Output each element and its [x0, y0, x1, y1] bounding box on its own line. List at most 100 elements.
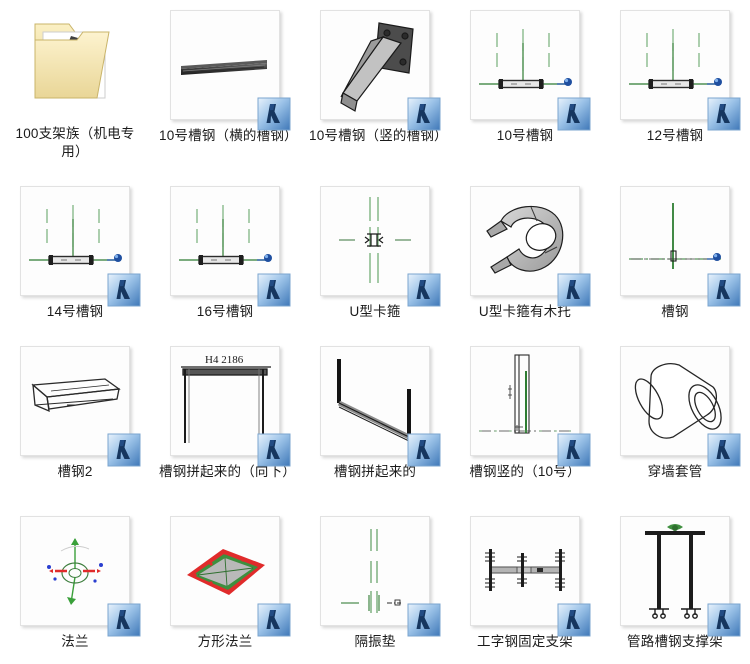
file-label: 槽钢竖的（10号）: [469, 464, 581, 479]
file-label: 工字钢固定支架: [477, 634, 573, 649]
file-tile[interactable]: 工字钢固定支架: [450, 510, 600, 664]
revit-family-badge: [707, 433, 741, 467]
thumbnail-art: [479, 354, 571, 434]
file-tile[interactable]: 16号槽钢: [150, 180, 300, 340]
thumbnail-art: [31, 378, 121, 413]
file-label: 隔振垫: [354, 634, 396, 649]
file-tile[interactable]: 100支架族（机电专用）: [0, 0, 150, 180]
file-label: 管路槽钢支撑架: [627, 634, 723, 649]
file-tile[interactable]: U型卡箍有木托: [450, 180, 600, 340]
thumbnail-art: [485, 549, 565, 591]
revit-family-badge: [707, 603, 741, 637]
file-tile[interactable]: 槽钢: [600, 180, 750, 340]
thumbnail-art: [486, 205, 564, 274]
revit-family-badge: [407, 97, 441, 131]
revit-family-badge: [557, 273, 591, 307]
thumbnail-art: [629, 29, 722, 89]
thumbnail-art: [29, 205, 122, 265]
file-tile[interactable]: 槽钢2: [0, 340, 150, 510]
file-tile[interactable]: 14号槽钢: [0, 180, 150, 340]
file-label: 穿墙套管: [647, 464, 703, 479]
file-tile[interactable]: H4 2186 槽钢拼起来的（向下）: [150, 340, 300, 510]
file-thumbnail[interactable]: [320, 516, 441, 637]
file-thumbnail[interactable]: [20, 516, 141, 637]
file-tile[interactable]: 12号槽钢: [600, 0, 750, 180]
thumbnail-art: [341, 529, 401, 613]
thumbnail-art: H4 2186: [181, 354, 271, 443]
thumbnail-art: [645, 524, 705, 619]
file-tile[interactable]: 10号槽钢（横的槽钢）: [150, 0, 300, 180]
thumbnail-art: [340, 22, 414, 112]
file-label: U型卡箍: [349, 304, 401, 319]
revit-family-badge: [407, 433, 441, 467]
file-thumbnail[interactable]: [620, 10, 741, 131]
revit-family-badge: [257, 273, 291, 307]
file-label: 16号槽钢: [196, 304, 254, 319]
revit-family-badge: [107, 603, 141, 637]
folder-thumbnail[interactable]: [21, 10, 129, 118]
file-thumbnail[interactable]: [20, 186, 141, 307]
thumbnail-art: [339, 197, 411, 283]
revit-family-badge: [107, 433, 141, 467]
file-thumbnail[interactable]: [470, 346, 591, 467]
file-label: U型卡箍有木托: [478, 304, 572, 319]
file-thumbnail[interactable]: [320, 10, 441, 131]
file-label: 法兰: [61, 634, 89, 649]
thumbnail-art: [187, 549, 265, 595]
file-thumbnail[interactable]: [470, 516, 591, 637]
file-tile[interactable]: 隔振垫: [300, 510, 450, 664]
file-thumbnail[interactable]: [620, 346, 741, 467]
thumbnail-art: [479, 29, 572, 89]
file-tile[interactable]: 10号槽钢（竖的槽钢）: [300, 0, 450, 180]
thumbnail-art: [629, 203, 721, 269]
file-thumbnail[interactable]: [470, 10, 591, 131]
revit-family-badge: [407, 603, 441, 637]
file-label: 槽钢拼起来的: [333, 464, 417, 479]
file-thumbnail[interactable]: [320, 346, 441, 467]
file-label: 槽钢拼起来的（向下）: [159, 464, 296, 479]
file-tile[interactable]: 方形法兰: [150, 510, 300, 664]
revit-family-badge: [257, 603, 291, 637]
file-thumbnail[interactable]: [470, 186, 591, 307]
folder-icon: [34, 23, 110, 99]
file-label: 100支架族（机电专用）: [15, 126, 135, 160]
revit-family-badge: [557, 97, 591, 131]
file-label: 14号槽钢: [46, 304, 104, 319]
thumbnail-art: [181, 60, 267, 75]
file-thumbnail[interactable]: H4 2186: [170, 346, 291, 467]
file-label: 10号槽钢（横的槽钢）: [159, 128, 298, 143]
thumbnail-art: [179, 205, 272, 265]
file-tile[interactable]: 法兰: [0, 510, 150, 664]
revit-family-badge: [257, 97, 291, 131]
revit-family-badge: [557, 433, 591, 467]
revit-family-badge: [557, 603, 591, 637]
file-tile[interactable]: 槽钢竖的（10号）: [450, 340, 600, 510]
file-label: 12号槽钢: [646, 128, 704, 143]
revit-family-badge: [407, 273, 441, 307]
file-tile[interactable]: 管路槽钢支撑架: [600, 510, 750, 664]
thumbnail-art: [337, 359, 411, 442]
file-tile[interactable]: 10号槽钢: [450, 0, 600, 180]
revit-family-badge: [707, 273, 741, 307]
thumbnail-art: [47, 538, 103, 605]
thumbnail-annotation: H4 2186: [205, 354, 244, 366]
file-thumbnail[interactable]: [620, 516, 741, 637]
file-thumbnail[interactable]: [20, 346, 141, 467]
thumbnail-art: [634, 363, 722, 439]
file-label: 10号槽钢: [496, 128, 554, 143]
revit-family-badge: [107, 273, 141, 307]
file-tile[interactable]: 穿墙套管: [600, 340, 750, 510]
file-tile[interactable]: U型卡箍: [300, 180, 450, 340]
file-thumbnail[interactable]: [170, 516, 291, 637]
file-thumbnail[interactable]: [320, 186, 441, 307]
revit-family-badge: [257, 433, 291, 467]
revit-family-badge: [707, 97, 741, 131]
file-label: 槽钢: [661, 304, 689, 319]
file-thumbnail[interactable]: [620, 186, 741, 307]
file-thumbnail[interactable]: [170, 10, 291, 131]
file-thumbnail[interactable]: [170, 186, 291, 307]
file-label: 10号槽钢（竖的槽钢）: [309, 128, 448, 143]
file-tile[interactable]: 槽钢拼起来的: [300, 340, 450, 510]
file-label: 槽钢2: [57, 464, 93, 479]
file-label: 方形法兰: [197, 634, 253, 649]
